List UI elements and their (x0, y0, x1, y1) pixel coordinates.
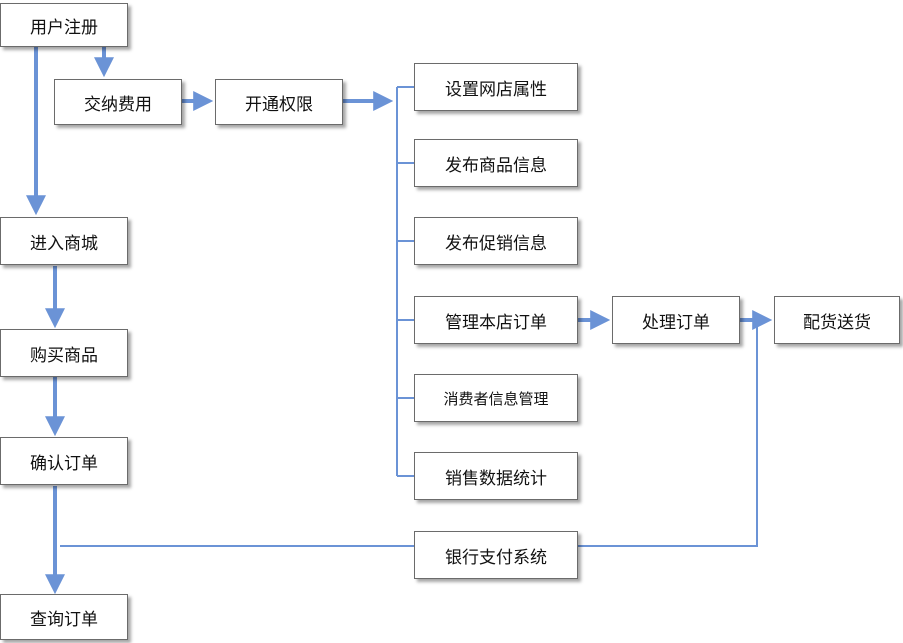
node-publish-product: 发布商品信息 (414, 139, 578, 187)
edge-bank-to-deliver (578, 320, 758, 547)
node-deliver: 配货送货 (774, 296, 900, 344)
node-consumer-info: 消费者信息管理 (414, 374, 578, 422)
node-sales-stats: 销售数据统计 (414, 452, 578, 500)
node-buy-product: 购买商品 (0, 329, 128, 377)
node-process-order: 处理订单 (612, 296, 740, 344)
node-publish-promo: 发布促销信息 (414, 217, 578, 265)
node-open-rights: 开通权限 (215, 79, 343, 125)
node-set-shop-attr: 设置网店属性 (414, 63, 578, 111)
node-query-order: 查询订单 (0, 594, 128, 640)
node-bank-payment: 银行支付系统 (414, 531, 578, 579)
node-manage-orders: 管理本店订单 (414, 296, 578, 344)
node-pay-fee: 交纳费用 (54, 79, 182, 125)
node-enter-mall: 进入商城 (0, 217, 128, 265)
node-register: 用户注册 (0, 3, 128, 47)
node-confirm-order: 确认订单 (0, 437, 128, 485)
